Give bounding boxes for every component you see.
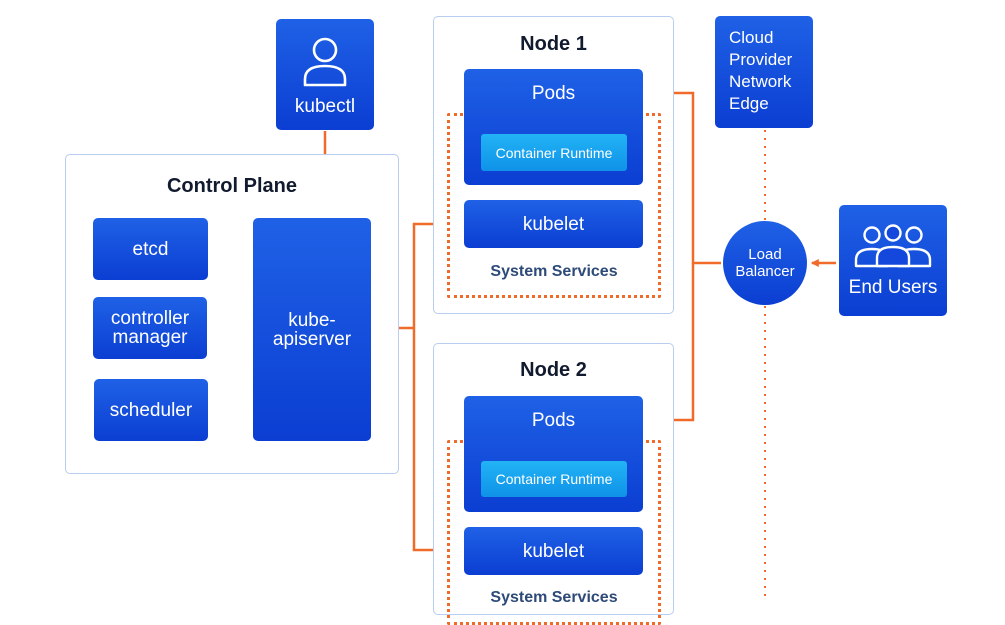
cloud-provider-network-edge-label: Cloud Provider Network Edge: [729, 28, 793, 113]
node-1-kubelet-box[interactable]: kubelet: [464, 200, 643, 248]
node-1-pods-label: Pods: [531, 83, 576, 104]
kube-apiserver-box[interactable]: kube- apiserver: [253, 218, 371, 441]
etcd-box[interactable]: etcd: [93, 218, 208, 280]
kubectl-box[interactable]: kubectl: [276, 19, 374, 130]
node-1-kubelet-label: kubelet: [522, 213, 585, 235]
cloud-provider-network-edge-box[interactable]: Cloud Provider Network Edge: [715, 16, 813, 128]
control-plane-title: Control Plane: [166, 175, 297, 197]
user-icon: [303, 37, 347, 87]
node-2-container-runtime-label: Container Runtime: [495, 471, 613, 487]
load-balancer-node[interactable]: Load Balancer: [723, 221, 807, 305]
node-2-system-services-label: System Services: [490, 589, 618, 606]
controller-manager-box[interactable]: controller manager: [93, 297, 207, 359]
scheduler-box[interactable]: scheduler: [94, 379, 208, 441]
node-2-pods-label: Pods: [531, 410, 576, 431]
node-2-kubelet-box[interactable]: kubelet: [464, 527, 643, 575]
end-users-label: End Users: [848, 277, 938, 298]
kubectl-label: kubectl: [294, 96, 356, 117]
node-2-kubelet-label: kubelet: [522, 540, 585, 562]
scheduler-label: scheduler: [109, 399, 193, 421]
etcd-label: etcd: [132, 238, 169, 260]
load-balancer-label: Load Balancer: [735, 246, 795, 280]
kube-apiserver-label: kube- apiserver: [272, 309, 352, 350]
users-group-icon: [854, 224, 932, 268]
controller-manager-label: controller manager: [110, 308, 190, 348]
node-2-title: Node 2: [520, 359, 587, 381]
node-1-container-runtime-label: Container Runtime: [495, 144, 613, 161]
node-1-system-services-label: System Services: [490, 263, 618, 280]
node-2-container-runtime[interactable]: Container Runtime: [481, 461, 627, 497]
node-1-container-runtime[interactable]: Container Runtime: [481, 134, 627, 171]
end-users-box[interactable]: End Users: [839, 205, 947, 316]
node-1-title: Node 1: [520, 33, 587, 55]
